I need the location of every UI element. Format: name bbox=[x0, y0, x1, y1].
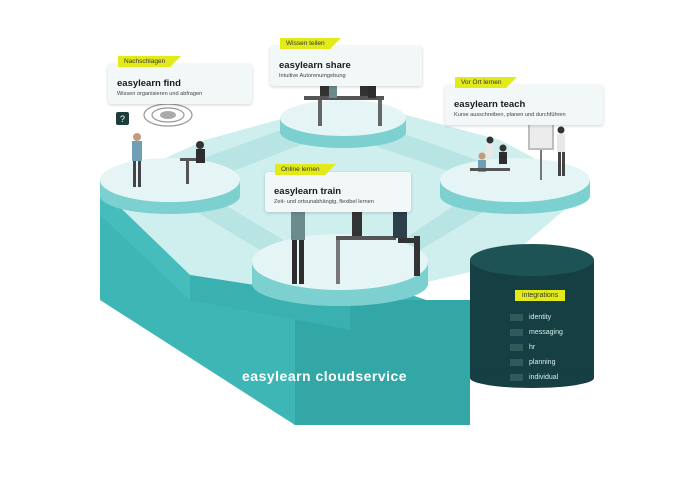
integration-box-icon bbox=[510, 359, 523, 366]
callout-train: Online lernen easylearn train Zeit- und … bbox=[265, 164, 411, 212]
integration-item: messaging bbox=[510, 325, 563, 340]
integration-box-icon bbox=[510, 329, 523, 336]
callout-subtitle: Intuitive Autorenumgebung bbox=[279, 73, 346, 79]
integrations-list: identity messaging hr planning individua… bbox=[510, 310, 563, 385]
database-cylinder bbox=[470, 244, 594, 388]
integration-label: identity bbox=[529, 314, 552, 321]
group-learners-icon bbox=[470, 126, 565, 176]
callout-teach: Vor Ort lernen easylearn teach Kurse aus… bbox=[445, 77, 603, 125]
integration-item: hr bbox=[510, 340, 563, 355]
disc-share bbox=[280, 100, 406, 148]
integration-box-icon bbox=[510, 344, 523, 351]
callout-subtitle: Wissen organisieren und abfragen bbox=[117, 91, 203, 97]
disc-teach bbox=[440, 158, 590, 214]
callout-find: Nachschlagen easylearn find Wissen organ… bbox=[108, 56, 252, 104]
integration-item: planning bbox=[510, 355, 563, 370]
cloud-icon bbox=[143, 103, 193, 127]
integration-label: messaging bbox=[529, 329, 563, 336]
callout-title: easylearn train bbox=[274, 186, 342, 197]
callout-tag: Nachschlagen bbox=[118, 56, 182, 67]
svg-text:?: ? bbox=[120, 114, 125, 124]
callout-subtitle: Kurse ausschreiben, planen und durchführ… bbox=[454, 112, 566, 118]
person-laptop-icon bbox=[180, 141, 205, 184]
person-question-icon: ? bbox=[116, 112, 142, 187]
callout-tag: Wissen teilen bbox=[280, 38, 341, 49]
callout-subtitle: Zeit- und ortsunabhängig, flexibel lerne… bbox=[274, 199, 374, 205]
disc-find bbox=[100, 158, 240, 214]
cloudservice-label: easylearn cloudservice bbox=[242, 368, 408, 384]
integration-label: hr bbox=[529, 344, 536, 351]
callout-tag: Online lernen bbox=[275, 164, 336, 175]
integration-box-icon bbox=[510, 314, 523, 321]
callout-title: easylearn teach bbox=[454, 99, 526, 110]
integration-label: individual bbox=[529, 374, 559, 381]
integration-box-icon bbox=[510, 374, 523, 381]
callout-share: Wissen teilen easylearn share Intuitive … bbox=[270, 38, 422, 86]
callout-tag: Vor Ort lernen bbox=[455, 77, 519, 88]
integration-item: individual bbox=[510, 370, 563, 385]
integration-item: identity bbox=[510, 310, 563, 325]
integrations-tag: integrations bbox=[515, 290, 566, 301]
callout-title: easylearn share bbox=[279, 60, 351, 71]
callout-title: easylearn find bbox=[117, 78, 181, 89]
integration-label: planning bbox=[529, 359, 556, 366]
